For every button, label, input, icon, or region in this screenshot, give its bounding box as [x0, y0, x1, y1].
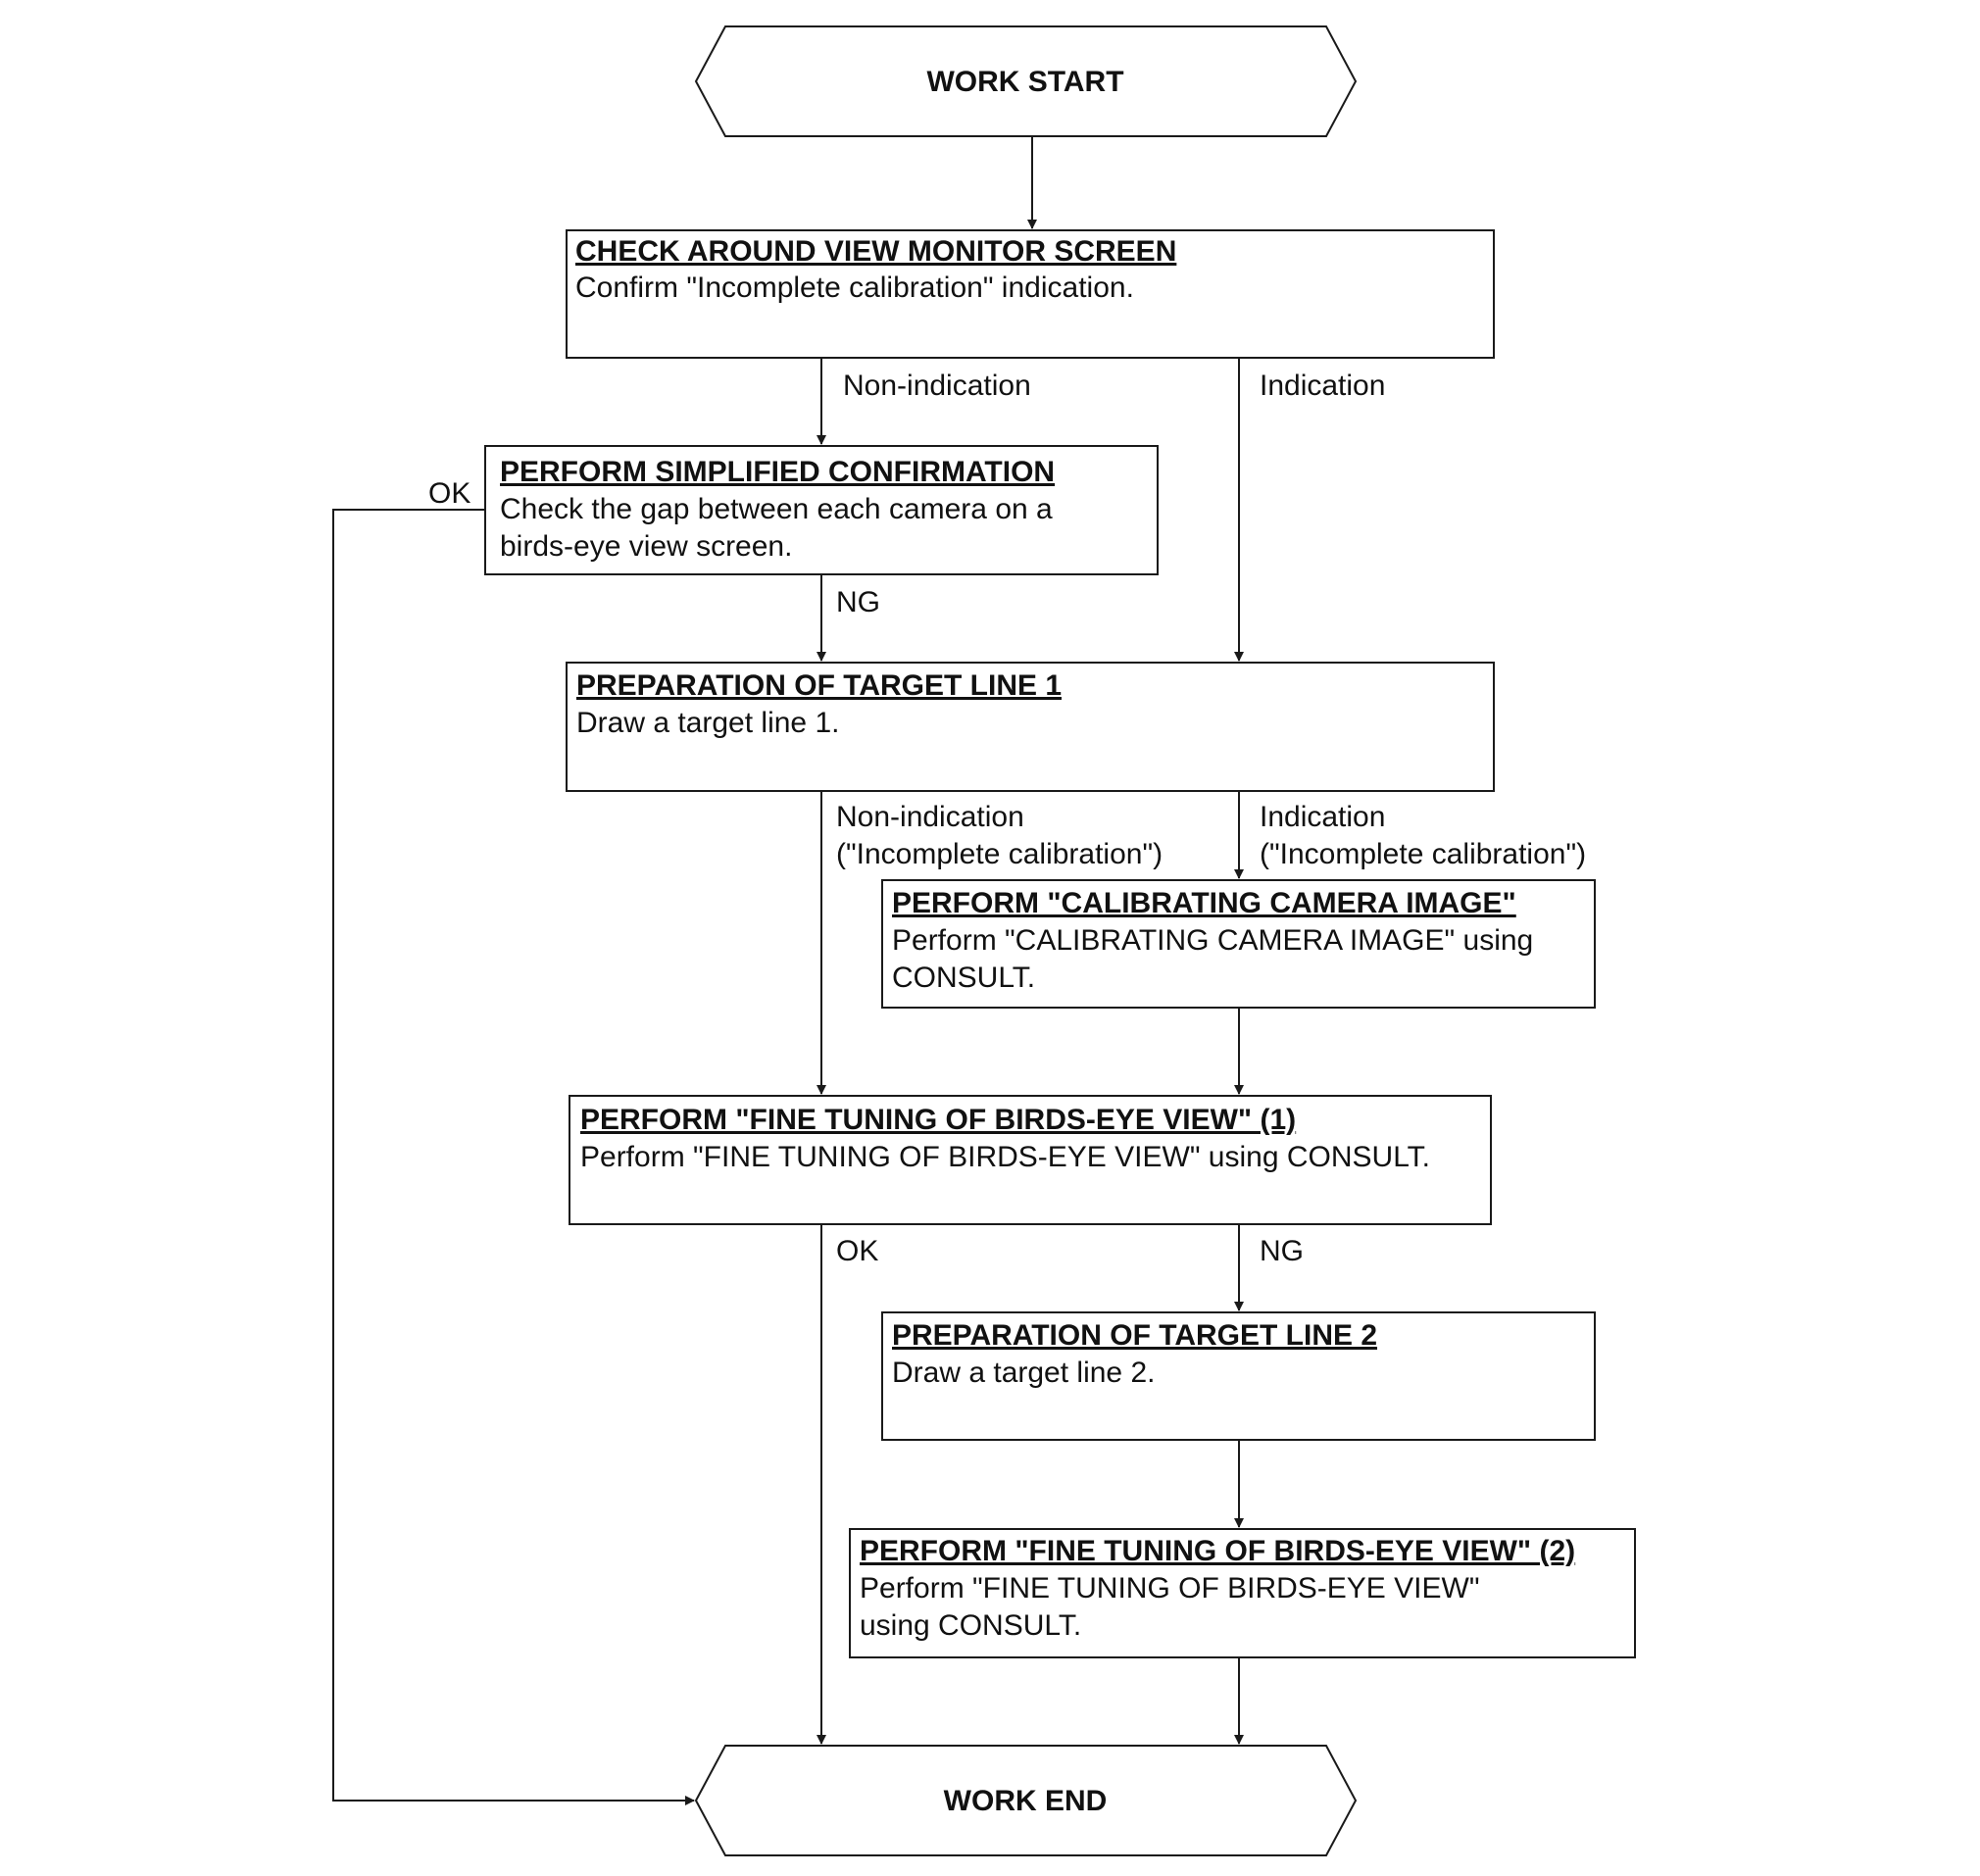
step-box — [569, 1095, 1492, 1225]
step-title: PERFORM SIMPLIFIED CONFIRMATION — [500, 456, 1055, 488]
edge-label-indication: Indication — [1260, 801, 1385, 833]
edge-label-non-indication: Non-indication — [843, 370, 1031, 402]
step-text: birds-eye view screen. — [500, 530, 792, 563]
step-text: Perform "CALIBRATING CAMERA IMAGE" using — [892, 924, 1533, 957]
step-box — [566, 662, 1495, 792]
step-fine-tuning-1: PERFORM "FINE TUNING OF BIRDS-EYE VIEW" … — [569, 1095, 1492, 1225]
edge-label-non-indication-detail: ("Incomplete calibration") — [836, 838, 1163, 870]
step-text: Perform "FINE TUNING OF BIRDS-EYE VIEW" — [860, 1572, 1479, 1604]
step-title: PERFORM "FINE TUNING OF BIRDS-EYE VIEW" … — [580, 1104, 1296, 1136]
edge-label-indication: Indication — [1260, 370, 1385, 402]
step-box — [881, 1311, 1596, 1441]
work-start-label: WORK START — [926, 66, 1123, 98]
step-text: CONSULT. — [892, 962, 1035, 994]
edge-label-non-indication: Non-indication — [836, 801, 1024, 833]
edge-label-ok: OK — [836, 1235, 878, 1267]
edge-label-ng: NG — [1260, 1235, 1304, 1267]
step-preparation-target-line-2: PREPARATION OF TARGET LINE 2 Draw a targ… — [881, 1311, 1596, 1441]
step-box — [881, 879, 1596, 1009]
work-end-label: WORK END — [944, 1785, 1108, 1817]
step-text: Draw a target line 1. — [576, 707, 839, 739]
edge-label-ok: OK — [428, 477, 470, 510]
step-text: Draw a target line 2. — [892, 1357, 1155, 1389]
step-box — [566, 229, 1495, 359]
step-text: Confirm "Incomplete calibration" indicat… — [575, 272, 1134, 304]
edge-label-ng: NG — [836, 586, 880, 618]
step-text: Check the gap between each camera on a — [500, 493, 1053, 525]
arrow-simplified-ok-to-end — [332, 509, 695, 1805]
work-end-shape — [694, 1745, 1358, 1856]
step-title: PREPARATION OF TARGET LINE 1 — [576, 669, 1062, 702]
step-text: Perform "FINE TUNING OF BIRDS-EYE VIEW" … — [580, 1141, 1430, 1173]
work-start-shape — [694, 25, 1358, 137]
step-title: CHECK AROUND VIEW MONITOR SCREEN — [575, 235, 1176, 268]
step-box — [849, 1528, 1636, 1658]
step-title: PREPARATION OF TARGET LINE 2 — [892, 1319, 1377, 1352]
work-start-terminal: WORK START — [694, 25, 1358, 137]
edge-label-indication-detail: ("Incomplete calibration") — [1260, 838, 1586, 870]
step-check-around-view-monitor: CHECK AROUND VIEW MONITOR SCREEN Confirm… — [566, 229, 1495, 359]
step-calibrating-camera-image: PERFORM "CALIBRATING CAMERA IMAGE" Perfo… — [881, 879, 1596, 1009]
step-preparation-target-line-1: PREPARATION OF TARGET LINE 1 Draw a targ… — [566, 662, 1495, 792]
step-title: PERFORM "CALIBRATING CAMERA IMAGE" — [892, 887, 1516, 919]
step-fine-tuning-2: PERFORM "FINE TUNING OF BIRDS-EYE VIEW" … — [849, 1528, 1636, 1658]
step-title: PERFORM "FINE TUNING OF BIRDS-EYE VIEW" … — [860, 1535, 1575, 1567]
work-end-terminal: WORK END — [694, 1745, 1358, 1856]
step-simplified-confirmation: PERFORM SIMPLIFIED CONFIRMATION Check th… — [484, 445, 1159, 575]
step-text: using CONSULT. — [860, 1609, 1081, 1642]
